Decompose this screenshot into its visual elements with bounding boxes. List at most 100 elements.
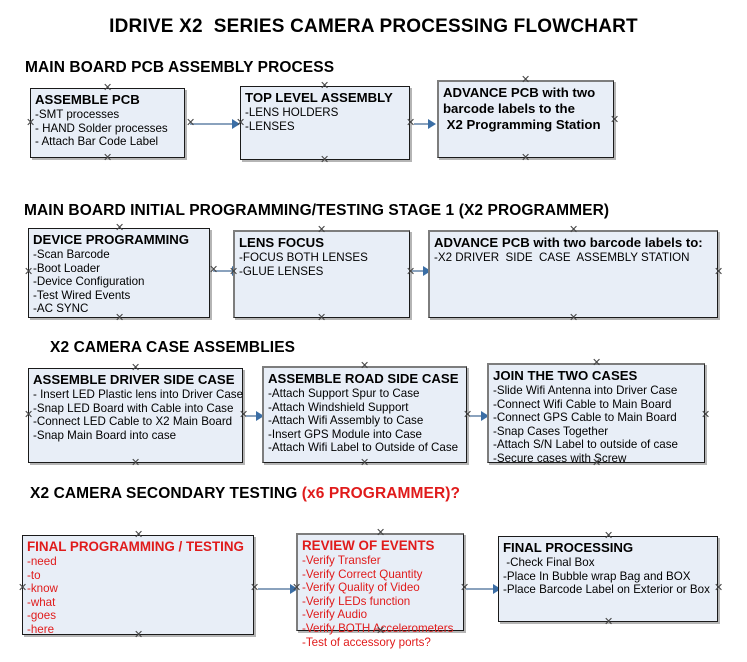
box-line: -Verify Quality of Video — [302, 581, 420, 595]
resize-handle-right[interactable] — [610, 116, 619, 125]
resize-handle-right[interactable] — [714, 268, 723, 277]
box-join-the-two-cases[interactable]: JOIN THE TWO CASES -Slide Wifi Antenna i… — [487, 363, 705, 465]
resize-handle-bottom[interactable] — [317, 314, 326, 323]
resize-handle-left[interactable] — [24, 411, 33, 420]
resize-handle-top[interactable] — [376, 529, 385, 538]
box-line: -Device Configuration — [33, 275, 145, 289]
box-assemble-pcb[interactable]: ASSEMBLE PCB -SMT processes - HAND Solde… — [30, 88, 185, 158]
resize-handle-bottom[interactable] — [521, 154, 530, 163]
connector-arrowhead-icon — [256, 411, 264, 421]
connector-handle-start[interactable] — [209, 266, 218, 275]
section-title-text: X2 CAMERA CASE ASSEMBLIES — [50, 339, 296, 356]
resize-handle-top[interactable] — [317, 226, 326, 235]
connector-assemble-pcb-to-top-level-assembly — [190, 123, 238, 125]
connector-final-programming-to-review-of-events — [258, 588, 297, 590]
box-line: -Verify Transfer — [302, 554, 381, 567]
resize-handle-left[interactable] — [24, 268, 33, 277]
box-title: TOP LEVEL ASSEMBLY — [245, 90, 393, 105]
box-title: ASSEMBLE ROAD SIDE CASE — [268, 371, 459, 386]
connector-device-programming-to-lens-focus — [213, 270, 239, 272]
box-line: -Check Final Box — [503, 556, 595, 569]
box-line: -Connect GPS Cable to Main Board — [493, 411, 677, 425]
resize-handle-top[interactable] — [115, 224, 124, 233]
box-title: REVIEW OF EVENTS — [302, 538, 435, 553]
box-title: ASSEMBLE DRIVER SIDE CASE — [33, 372, 235, 387]
connector-arrowhead-icon — [493, 584, 501, 594]
box-line: -Place In Bubble wrap Bag and BOX — [503, 569, 691, 583]
box-title: JOIN THE TWO CASES — [493, 368, 638, 383]
box-line: -Attach S/N Label to outside of case — [493, 438, 678, 452]
resize-handle-top[interactable] — [131, 364, 140, 373]
box-lens-focus[interactable]: LENS FOCUS -FOCUS BOTH LENSES -GLUE LENS… — [233, 230, 410, 318]
resize-handle-bottom[interactable] — [604, 618, 613, 627]
resize-handle-bottom[interactable] — [320, 156, 329, 165]
connector-driver-side-to-road-side — [246, 415, 262, 417]
resize-handle-left[interactable] — [18, 584, 27, 593]
box-title: ASSEMBLE PCB — [35, 92, 140, 107]
box-line: -Insert GPS Module into Case — [268, 427, 423, 441]
box-line: -Snap LED Board with Cable into Case — [33, 401, 234, 415]
box-line: -to — [27, 568, 41, 582]
connector-arrowhead-icon — [428, 119, 436, 129]
box-top-level-assembly[interactable]: TOP LEVEL ASSEMBLY -LENS HOLDERS -LENSES — [240, 86, 410, 160]
resize-handle-top[interactable] — [320, 82, 329, 91]
box-line: -what — [27, 595, 56, 609]
resize-handle-top[interactable] — [360, 362, 369, 371]
box-line: -FOCUS BOTH LENSES — [239, 251, 368, 264]
box-line: -Connect LED Cable to X2 Main Board — [33, 415, 233, 429]
box-line: -Connect Wifi Cable to Main Board — [493, 397, 672, 411]
section-title-text: MAIN BOARD INITIAL PROGRAMMING/TESTING S… — [24, 202, 610, 219]
box-line: -Snap Cases Together — [493, 424, 609, 438]
box-line: -Place Barcode Label on Exterior or Box — [503, 583, 710, 597]
resize-handle-left[interactable] — [26, 119, 35, 128]
box-final-processing[interactable]: FINAL PROCESSING -Check Final Box -Place… — [498, 536, 718, 622]
box-line: -LENS HOLDERS — [245, 106, 339, 119]
connector-handle-start[interactable] — [186, 119, 195, 128]
connector-arrowhead-icon — [481, 411, 489, 421]
resize-handle-top[interactable] — [103, 84, 112, 93]
resize-handle-right[interactable] — [714, 584, 723, 593]
resize-handle-left[interactable] — [236, 119, 245, 128]
box-title: DEVICE PROGRAMMING — [33, 232, 190, 247]
box-line: -Scan Barcode — [33, 248, 110, 261]
box-advance-pcb-to-driver-side-case-assembly[interactable]: ADVANCE PCB with two barcode labels to: … — [428, 230, 718, 318]
connector-road-side-to-join-cases — [470, 415, 487, 417]
resize-handle-top[interactable] — [521, 76, 530, 85]
section-title-main-board-initial-programming: MAIN BOARD INITIAL PROGRAMMING/TESTING S… — [24, 202, 609, 220]
box-subtitle: X2 Programming Station — [443, 117, 601, 132]
box-assemble-driver-side-case[interactable]: ASSEMBLE DRIVER SIDE CASE - Insert LED P… — [28, 368, 243, 463]
section-title-main-board-pcb-assembly: MAIN BOARD PCB ASSEMBLY PROCESS — [25, 59, 334, 77]
box-line: -Boot Loader — [33, 261, 101, 275]
resize-handle-bottom[interactable] — [376, 627, 385, 636]
box-line: -Verify LEDs function — [302, 594, 411, 608]
box-line: -Verify Audio — [302, 608, 368, 622]
box-line: -here — [27, 622, 55, 636]
box-device-programming[interactable]: DEVICE PROGRAMMING -Scan Barcode -Boot L… — [28, 228, 210, 318]
section-title-text: MAIN BOARD PCB ASSEMBLY PROCESS — [25, 59, 335, 76]
resize-handle-top[interactable] — [604, 532, 613, 541]
resize-handle-left[interactable] — [292, 584, 301, 593]
resize-handle-right[interactable] — [701, 411, 710, 420]
resize-handle-bottom[interactable] — [134, 631, 143, 640]
section-title-x2-camera-secondary-testing: X2 CAMERA SECONDARY TESTING (x6 PROGRAMM… — [30, 485, 460, 503]
resize-handle-bottom[interactable] — [360, 459, 369, 468]
box-advance-pcb-to-x2-programming-station[interactable]: ADVANCE PCB with two barcode labels to t… — [437, 80, 614, 158]
box-title: ADVANCE PCB with two — [443, 85, 596, 100]
box-line: -SMT processes — [35, 108, 120, 121]
resize-handle-top[interactable] — [592, 359, 601, 368]
resize-handle-top[interactable] — [569, 226, 578, 235]
resize-handle-bottom[interactable] — [131, 459, 140, 468]
box-final-programming-testing[interactable]: FINAL PROGRAMMING / TESTING -need -to -k… — [22, 535, 254, 636]
resize-handle-left[interactable] — [229, 268, 238, 277]
box-line: - HAND Solder processes — [35, 121, 168, 135]
resize-handle-bottom[interactable] — [592, 459, 601, 468]
connector-review-of-events-to-final-processing — [466, 588, 499, 590]
resize-handle-bottom[interactable] — [569, 314, 578, 323]
resize-handle-top[interactable] — [134, 531, 143, 540]
resize-handle-bottom[interactable] — [103, 154, 112, 163]
box-assemble-road-side-case[interactable]: ASSEMBLE ROAD SIDE CASE -Attach Support … — [262, 366, 467, 463]
box-line: -need — [27, 555, 57, 568]
box-review-of-events[interactable]: REVIEW OF EVENTS -Verify Transfer -Verif… — [296, 533, 464, 649]
resize-handle-bottom[interactable] — [115, 314, 124, 323]
